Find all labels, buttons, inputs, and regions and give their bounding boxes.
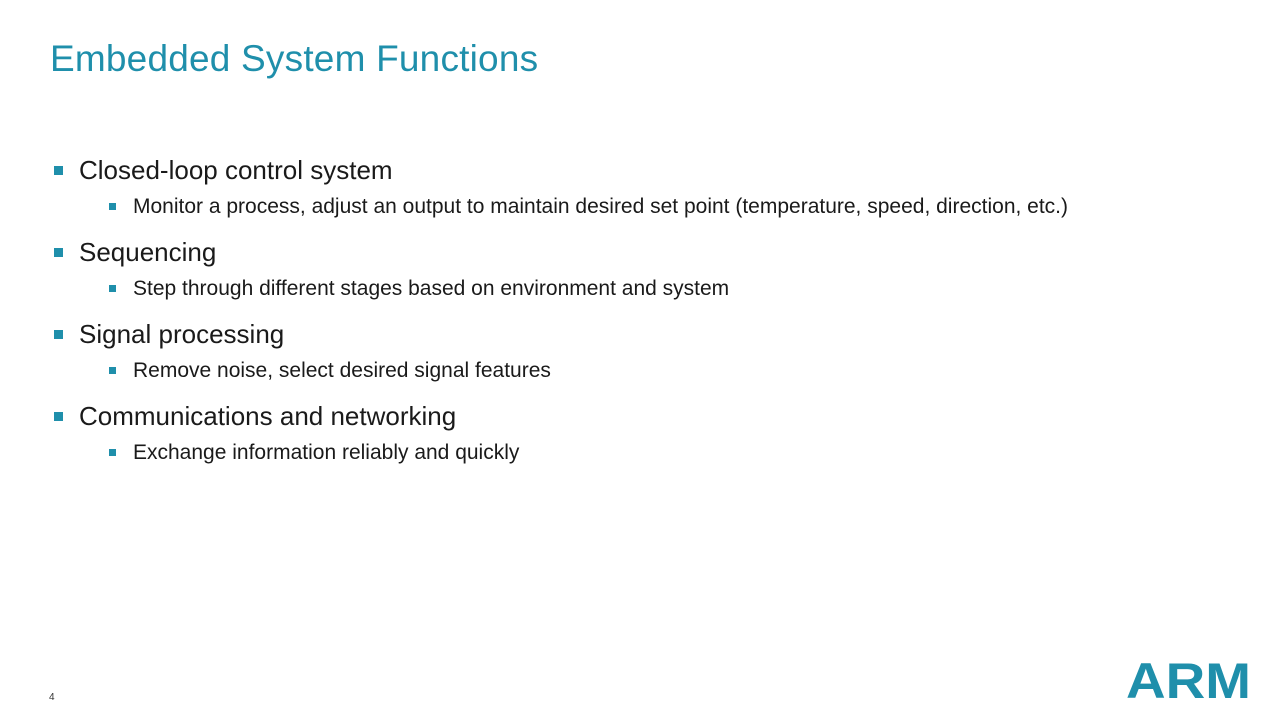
bullet-item: Closed-loop control system Monitor a pro… — [52, 152, 1212, 222]
slide-title: Embedded System Functions — [50, 38, 539, 79]
bullet-text: Signal processing — [79, 319, 285, 349]
sub-bullet-list: Monitor a process, adjust an output to m… — [79, 191, 1212, 222]
square-bullet-icon — [54, 248, 63, 257]
square-bullet-icon — [54, 166, 63, 175]
square-bullet-icon — [109, 367, 116, 374]
square-bullet-icon — [109, 449, 116, 456]
sub-bullet-item: Monitor a process, adjust an output to m… — [79, 191, 1212, 222]
sub-bullet-text: Remove noise, select desired signal feat… — [133, 359, 551, 382]
bullet-item: Communications and networking Exchange i… — [52, 398, 1212, 468]
square-bullet-icon — [109, 203, 116, 210]
sub-bullet-list: Exchange information reliably and quickl… — [79, 437, 1212, 468]
arm-logo: ARM — [1126, 657, 1251, 703]
bullet-list: Closed-loop control system Monitor a pro… — [52, 152, 1212, 468]
sub-bullet-item: Remove noise, select desired signal feat… — [79, 355, 1212, 386]
bullet-item: Signal processing Remove noise, select d… — [52, 316, 1212, 386]
sub-bullet-text: Monitor a process, adjust an output to m… — [133, 195, 1069, 218]
square-bullet-icon — [109, 285, 116, 292]
sub-bullet-item: Step through different stages based on e… — [79, 273, 1212, 304]
square-bullet-icon — [54, 330, 63, 339]
page-number: 4 — [49, 692, 55, 703]
bullet-text: Communications and networking — [79, 401, 457, 431]
square-bullet-icon — [54, 412, 63, 421]
bullet-text: Closed-loop control system — [79, 155, 393, 185]
sub-bullet-text: Exchange information reliably and quickl… — [133, 441, 520, 464]
sub-bullet-list: Step through different stages based on e… — [79, 273, 1212, 304]
arm-logo-text: ARM — [1126, 657, 1251, 703]
sub-bullet-list: Remove noise, select desired signal feat… — [79, 355, 1212, 386]
bullet-text: Sequencing — [79, 237, 217, 267]
sub-bullet-item: Exchange information reliably and quickl… — [79, 437, 1212, 468]
sub-bullet-text: Step through different stages based on e… — [133, 277, 730, 300]
bullet-item: Sequencing Step through different stages… — [52, 234, 1212, 304]
